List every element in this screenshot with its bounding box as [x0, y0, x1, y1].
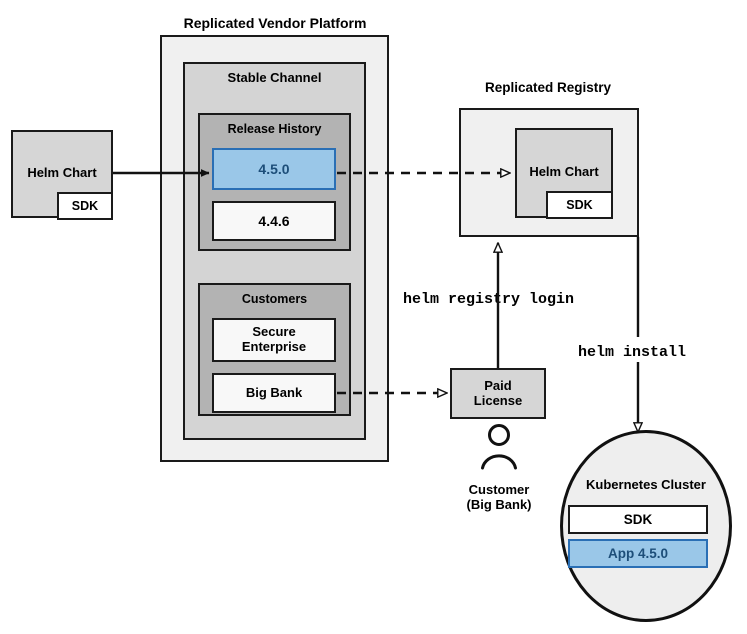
- customer-item-big-bank[interactable]: Big Bank: [212, 373, 336, 413]
- registry-helm-chart-sdk-box[interactable]: SDK: [546, 191, 613, 219]
- registry-title: Replicated Registry: [484, 80, 612, 95]
- release-item-4-4-6[interactable]: 4.4.6: [212, 201, 336, 241]
- cluster-workload-app[interactable]: App 4.5.0: [568, 539, 708, 568]
- source-helm-chart-sdk-box[interactable]: SDK: [57, 192, 113, 220]
- paid-license-box[interactable]: Paid License: [450, 368, 546, 419]
- customer-item-secure-enterprise[interactable]: Secure Enterprise: [212, 318, 336, 362]
- release-item-4-5-0[interactable]: 4.5.0: [212, 148, 336, 190]
- customer-label: Customer (Big Bank): [466, 482, 532, 512]
- customer-person-icon: [478, 424, 520, 472]
- kubernetes-cluster-label: Kubernetes Cluster: [586, 477, 706, 492]
- helm-install-label: helm install: [578, 344, 687, 361]
- vendor-platform-title: Replicated Vendor Platform: [183, 15, 367, 31]
- helm-registry-login-label: helm registry login: [403, 291, 575, 308]
- cluster-workload-sdk[interactable]: SDK: [568, 505, 708, 534]
